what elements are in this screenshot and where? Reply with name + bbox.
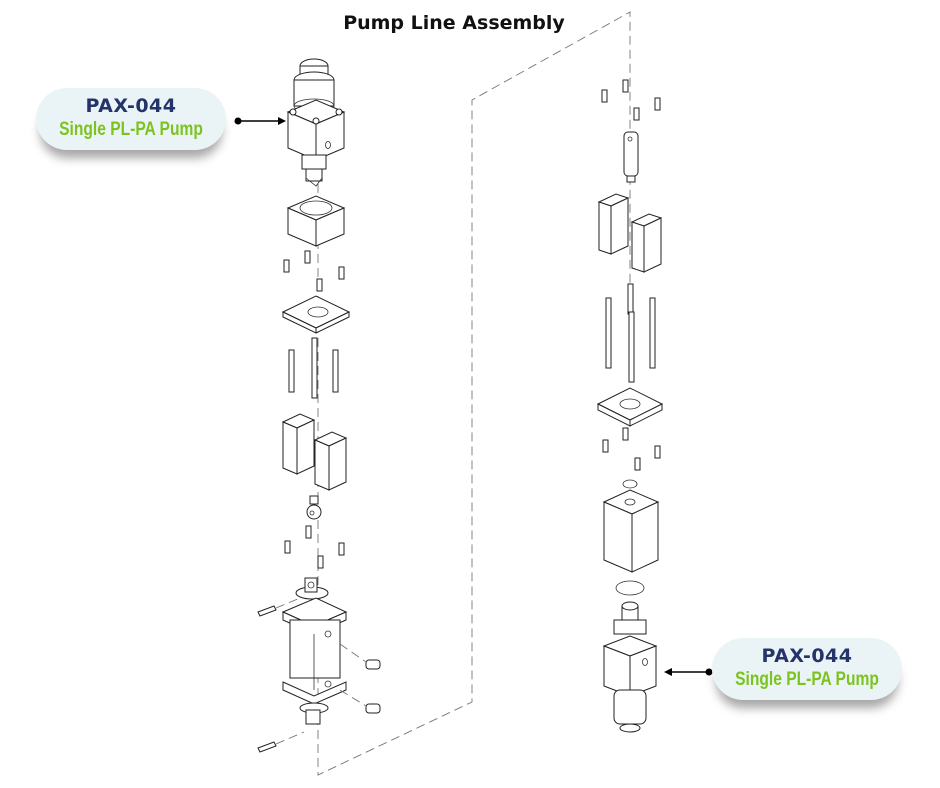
pump-head-right [602, 601, 658, 733]
diagram-title: Pump Line Assembly [343, 12, 565, 34]
tie-rods-left [288, 337, 339, 399]
mounting-block-left [286, 195, 346, 247]
assembly-path-line [317, 11, 631, 776]
part-callout-right: PAX-044 Single PL-PA Pump [712, 638, 902, 700]
hydraulic-cylinder-left [281, 577, 348, 725]
right-stack [596, 79, 713, 733]
cap-screws-upper-left [283, 250, 345, 292]
part-code: PAX-044 [85, 95, 177, 117]
o-ring-lower-right [615, 580, 645, 596]
tie-rods-right [605, 283, 656, 383]
part-name: Single PL-PA Pump [59, 119, 203, 140]
pump-head-left [286, 58, 346, 187]
pointer-arrow-left [234, 117, 286, 125]
cap-screws-lower-right [602, 427, 661, 471]
cube-manifold-right [602, 489, 660, 573]
clevis-left [306, 495, 322, 520]
left-stack [234, 58, 381, 753]
spacer-plates-right [597, 193, 663, 273]
part-name: Single PL-PA Pump [735, 669, 879, 690]
pointer-arrow-right [664, 668, 713, 676]
part-callout-left: PAX-044 Single PL-PA Pump [36, 88, 226, 150]
part-code: PAX-044 [761, 645, 853, 667]
cap-screws-top-right [601, 79, 661, 121]
adapter-plate-left [281, 295, 351, 334]
adapter-plate-right [596, 387, 664, 427]
clevis-right [623, 131, 639, 183]
pins-and-fittings-left [257, 597, 381, 753]
o-ring-upper-right [622, 479, 638, 489]
spacer-plates-left [281, 413, 348, 491]
cap-screws-lower-left [284, 525, 345, 569]
